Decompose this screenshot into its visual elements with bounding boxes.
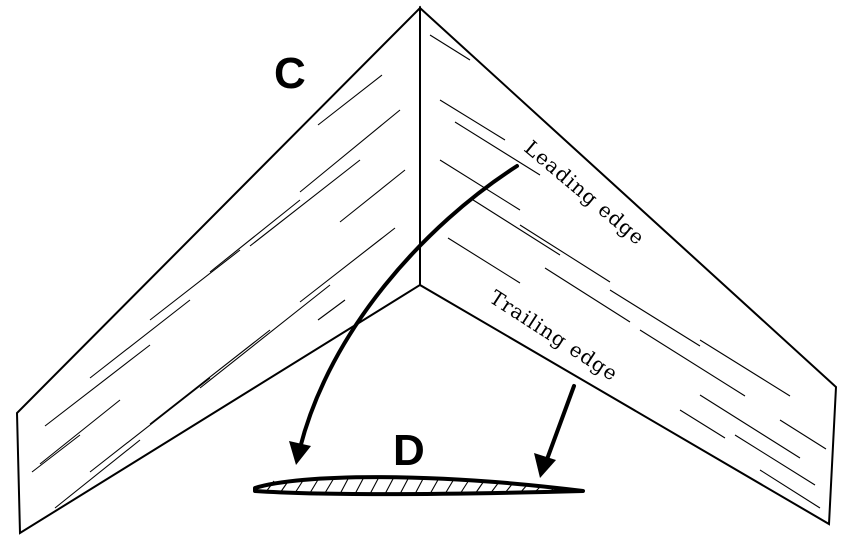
view-label-d: D [393, 426, 425, 475]
view-label-c: C [274, 49, 306, 98]
left-wing-shading [31, 74, 406, 509]
airfoil-section [253, 475, 585, 497]
trailing-edge-arrowhead [534, 453, 556, 478]
right-wing-shading [429, 34, 827, 509]
airfoil-section-hatching [265, 476, 556, 495]
left-wing-panel [15, 5, 421, 535]
right-wing-panel [419, 5, 838, 526]
leading-edge-arrow [289, 164, 519, 465]
leading-edge-arrowhead [289, 441, 311, 465]
trailing-edge-arrow [534, 384, 576, 478]
